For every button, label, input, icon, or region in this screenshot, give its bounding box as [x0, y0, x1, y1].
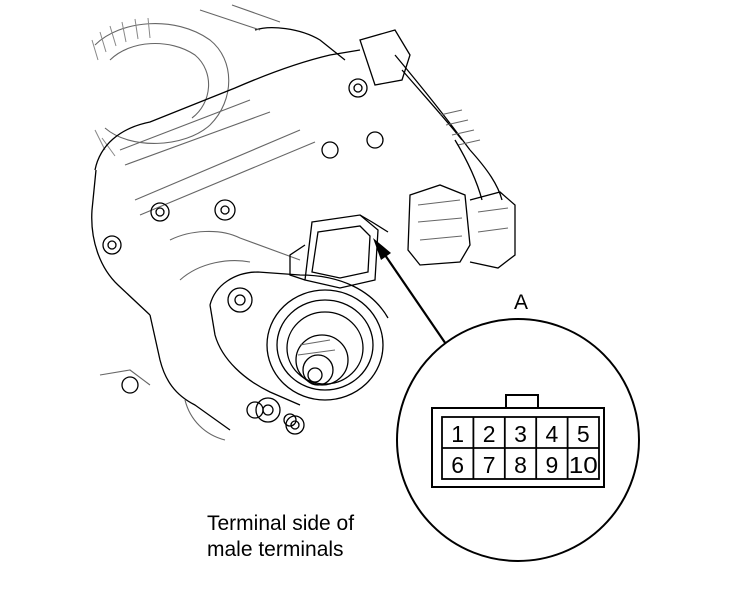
- pin-number: 10: [569, 452, 598, 478]
- leader-arrow: [373, 238, 451, 351]
- connector-callout: A 1 2 3 4 5 6 7 8 9 10: [396, 291, 640, 562]
- transmission-housing-drawing: [91, 4, 516, 441]
- callout-label-a: A: [514, 291, 528, 314]
- pin-number: 6: [451, 452, 464, 478]
- caption-line-2: male terminals: [207, 538, 344, 561]
- pin-number: 7: [483, 452, 496, 478]
- pin-number: 4: [546, 421, 559, 447]
- pin-number: 2: [483, 421, 496, 447]
- pin-number: 3: [514, 421, 527, 447]
- pin-number: 9: [546, 452, 559, 478]
- caption: Terminal side of male terminals: [207, 512, 354, 561]
- caption-line-1: Terminal side of: [207, 512, 354, 535]
- connector-latch: [505, 394, 539, 410]
- inhibitor-switch-drawing: [209, 214, 389, 427]
- pin-number: 5: [577, 421, 590, 447]
- pin-number: 8: [514, 452, 527, 478]
- pin-number: 1: [451, 421, 464, 447]
- pin-cell-dividers: [442, 417, 599, 479]
